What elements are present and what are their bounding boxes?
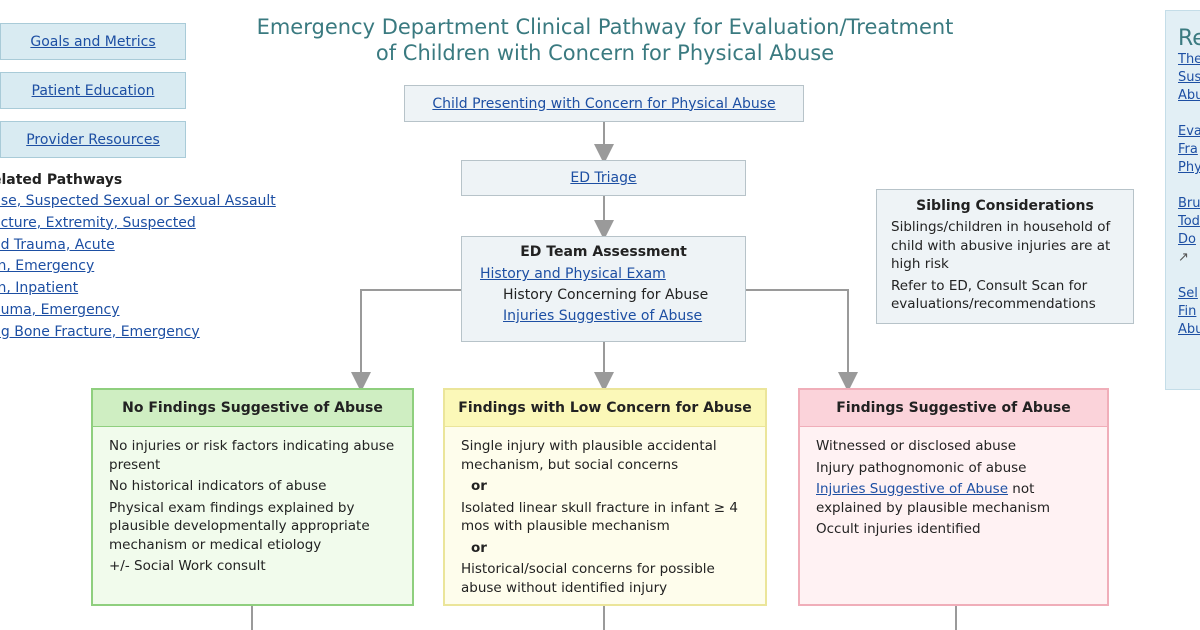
page-title-line2: of Children with Concern for Physical Ab…	[375, 41, 835, 65]
sibling-text-1: Siblings/children in household of child …	[891, 219, 1111, 272]
injuries-suggestive-link[interactable]: Injuries Suggestive of Abuse	[503, 308, 703, 324]
suggestive-item: Injuries Suggestive of Abuse not explain…	[816, 480, 1091, 517]
right-panel-link[interactable]: Sel	[1178, 286, 1198, 301]
injuries-suggestive-link[interactable]: Injuries Suggestive of Abuse	[816, 481, 1009, 497]
right-panel-link[interactable]: Do	[1178, 232, 1196, 247]
suggestive-findings-title: Findings Suggestive of Abuse	[800, 390, 1107, 427]
right-panel-spacer	[1178, 177, 1200, 195]
triage-box: ED Triage	[461, 160, 746, 196]
no-findings-title: No Findings Suggestive of Abuse	[93, 390, 412, 427]
presenting-link[interactable]: Child Presenting with Concern for Physic…	[432, 95, 776, 112]
or-separator: or	[471, 478, 487, 494]
or-separator: or	[471, 539, 487, 556]
assessment-box: ED Team Assessment History and Physical …	[461, 236, 746, 342]
low-concern-item: Historical/social concerns for possible …	[461, 561, 715, 596]
right-panel-link[interactable]: Abu	[1178, 88, 1200, 103]
right-panel-spacer	[1178, 267, 1200, 285]
related-pathway-link[interactable]: ng Bone Fracture, Emergency	[0, 323, 200, 340]
arrow-assessment-high	[746, 289, 858, 392]
sibling-text-2: Refer to ED, Consult Scan for evaluation…	[891, 277, 1096, 313]
related-pathways: elated Pathways use, Suspected Sexual or…	[0, 172, 330, 344]
no-findings-item: +/- Social Work consult	[109, 558, 266, 574]
sibling-title: Sibling Considerations	[916, 198, 1094, 214]
related-pathway-link[interactable]: acture, Extremity, Suspected	[0, 214, 196, 231]
page-title: Emergency Department Clinical Pathway fo…	[200, 14, 1010, 66]
presenting-box: Child Presenting with Concern for Physic…	[404, 85, 804, 122]
external-link-icon[interactable]: ↗	[1178, 250, 1189, 265]
related-pathway-link[interactable]: rn, Emergency	[0, 258, 95, 275]
right-panel-link[interactable]: Bru	[1178, 196, 1200, 211]
suggestive-item-rest: not explained by plausible mechanism	[816, 481, 1051, 516]
history-exam-link[interactable]: History and Physical Exam	[480, 266, 666, 282]
patient-education-button[interactable]: Patient Education	[0, 72, 186, 109]
suggestive-findings-box: Findings Suggestive of Abuse Witnessed o…	[798, 388, 1109, 606]
right-panel-link[interactable]: Abu	[1178, 322, 1200, 337]
suggestive-item: Injury pathognomonic of abuse	[816, 459, 1027, 476]
no-findings-item: No historical indicators of abuse	[109, 478, 327, 494]
triage-link[interactable]: ED Triage	[570, 170, 637, 186]
right-panel-link[interactable]: Sus	[1178, 70, 1200, 85]
low-concern-item: Isolated linear skull fracture in infant…	[461, 499, 738, 535]
related-pathway-link[interactable]: rn, Inpatient	[0, 280, 79, 297]
right-resources-panel: Re The Sus Abu Eva Fra Phy Bru Tod Do ↗ …	[1165, 10, 1200, 390]
related-pathway-link[interactable]: auma, Emergency	[0, 301, 120, 318]
related-pathway-link[interactable]: ad Trauma, Acute	[0, 236, 115, 253]
related-pathways-heading: elated Pathways	[0, 172, 123, 188]
arrow-assessment-none	[351, 289, 461, 392]
right-panel-link[interactable]: Tod	[1178, 214, 1200, 229]
low-concern-box: Findings with Low Concern for Abuse Sing…	[443, 388, 767, 606]
history-concerning-text: History Concerning for Abuse	[503, 287, 709, 303]
suggestive-item: Occult injuries identified	[816, 521, 981, 537]
no-findings-item: Physical exam findings explained by plau…	[109, 499, 370, 553]
page-title-line1: Emergency Department Clinical Pathway fo…	[256, 15, 954, 39]
provider-resources-button[interactable]: Provider Resources	[0, 121, 186, 158]
no-findings-item: No injuries or risk factors indicating a…	[109, 438, 395, 473]
right-panel-link[interactable]: Eva	[1178, 124, 1200, 139]
right-panel-link[interactable]: Fin	[1178, 304, 1197, 319]
related-pathway-link[interactable]: use, Suspected Sexual or Sexual Assault	[0, 193, 276, 209]
goals-metrics-button[interactable]: Goals and Metrics	[0, 23, 186, 60]
suggestive-item: Witnessed or disclosed abuse	[816, 438, 1017, 454]
right-panel-link[interactable]: The	[1178, 52, 1200, 67]
right-panel-title: Re	[1178, 26, 1200, 51]
right-panel-spacer	[1178, 105, 1200, 123]
sibling-considerations-box: Sibling Considerations Siblings/children…	[876, 189, 1134, 324]
no-findings-box: No Findings Suggestive of Abuse No injur…	[91, 388, 414, 606]
low-concern-title: Findings with Low Concern for Abuse	[445, 390, 765, 427]
low-concern-item: Single injury with plausible accidental …	[461, 438, 717, 473]
right-panel-link[interactable]: Fra	[1178, 142, 1198, 157]
assessment-title: ED Team Assessment	[520, 244, 687, 260]
right-panel-link[interactable]: Phy	[1178, 160, 1200, 175]
